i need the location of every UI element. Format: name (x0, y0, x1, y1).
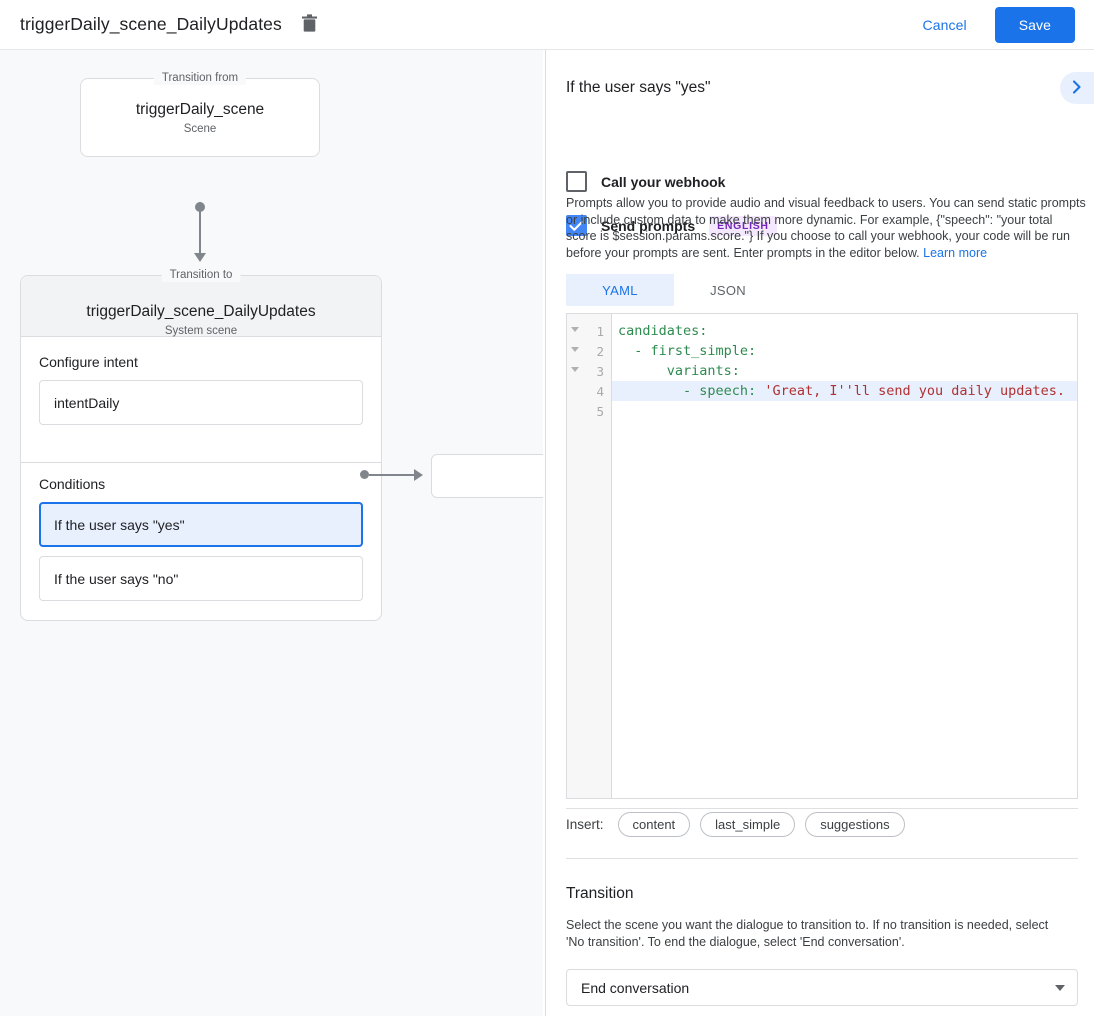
transition-from-legend: Transition from (153, 71, 247, 85)
page-title: triggerDaily_scene_DailyUpdates (20, 14, 282, 34)
transition-select[interactable]: End conversation (566, 969, 1078, 1006)
section-divider (21, 462, 381, 463)
tab-json[interactable]: JSON (710, 282, 746, 298)
send-prompts-row[interactable]: Send prompts ENGLISH (566, 215, 777, 236)
transition-section-title: Transition (566, 885, 634, 902)
insert-label: Insert: (566, 817, 604, 832)
line-number: 3 (596, 363, 604, 379)
condition-row-no[interactable]: If the user says "no" (39, 556, 363, 601)
insert-chip-last-simple[interactable]: last_simple (700, 812, 796, 837)
transition-to-header (21, 276, 381, 337)
code-line: candidates: (612, 321, 1077, 341)
conditions-section: Conditions If the user says "yes" If the… (21, 476, 381, 601)
transition-to-subtitle: System scene (164, 325, 238, 337)
insert-chips-row: Insert: content last_simple suggestions (566, 812, 905, 837)
top-bar-actions: Cancel Save (913, 6, 1075, 43)
fold-toggle-icon[interactable] (571, 347, 579, 352)
code-token: - first_simple: (618, 343, 757, 359)
condition-row-yes[interactable]: If the user says "yes" (39, 502, 363, 547)
insert-chip-suggestions[interactable]: suggestions (805, 812, 905, 837)
delete-button[interactable] (296, 11, 324, 39)
target-node[interactable] (431, 454, 543, 498)
edge-arrowhead-icon (194, 253, 206, 262)
trash-icon (302, 14, 318, 35)
prompts-description-text: Prompts allow you to provide audio and v… (566, 196, 1086, 260)
divider (566, 858, 1078, 859)
line-number: 5 (596, 403, 604, 419)
transition-from-node[interactable]: Transition from triggerDaily_scene Scene (80, 71, 320, 157)
edge-vertical-line (199, 202, 201, 254)
tab-yaml[interactable]: YAML (566, 274, 674, 306)
intent-field[interactable]: intentDaily (39, 380, 363, 425)
send-prompts-checkbox[interactable] (566, 215, 587, 236)
editor-code-area[interactable]: candidates: - first_simple: variants: - … (612, 314, 1077, 798)
prompts-description: Prompts allow you to provide audio and v… (566, 195, 1086, 261)
fold-toggle-icon[interactable] (571, 367, 579, 372)
scene-graph-canvas[interactable]: Transition from triggerDaily_scene Scene… (0, 50, 543, 1016)
transition-description: Select the scene you want the dialogue t… (566, 918, 1049, 949)
transition-to-title: triggerDaily_scene_DailyUpdates (86, 303, 316, 320)
learn-more-link[interactable]: Learn more (923, 245, 988, 260)
panel-resize-handle[interactable] (543, 50, 546, 1016)
editor-gutter: 1 2 3 4 5 (567, 314, 612, 798)
chevron-down-icon (1055, 984, 1065, 991)
configure-intent-label: Configure intent (39, 354, 138, 370)
save-button[interactable]: Save (994, 6, 1075, 43)
fold-toggle-icon[interactable] (571, 327, 579, 332)
insert-chip-content[interactable]: content (617, 812, 691, 837)
code-line: - first_simple: (612, 341, 1077, 361)
configure-intent-section: Configure intent intentDaily (21, 354, 381, 425)
condition-edge-line (369, 474, 416, 476)
code-token: variants: (618, 363, 740, 379)
transition-to-legend: Transition to (161, 268, 241, 282)
language-badge: ENGLISH (709, 215, 777, 236)
gutter-row: 2 (567, 341, 611, 361)
editor-format-tabs: YAML JSON (566, 274, 782, 306)
expand-panel-button[interactable] (1060, 72, 1094, 104)
send-prompts-label: Send prompts (601, 217, 696, 234)
transition-to-node[interactable]: Transition to triggerDaily_scene_DailyUp… (20, 268, 382, 621)
gutter-row: 3 (567, 361, 611, 381)
divider (566, 808, 1078, 809)
cancel-button[interactable]: Cancel (913, 9, 977, 41)
line-number: 2 (596, 343, 604, 359)
details-panel-title: If the user says "yes" (566, 79, 711, 96)
code-line (612, 401, 1077, 421)
top-bar: triggerDaily_scene_DailyUpdates Cancel S… (0, 0, 1094, 50)
code-line-highlighted: - speech: 'Great, I''ll send you daily u… (612, 381, 1077, 401)
gutter-row: 1 (567, 321, 611, 341)
gutter-row: 5 (567, 401, 611, 421)
checkmark-icon (569, 220, 584, 231)
chevron-right-icon (1071, 79, 1083, 97)
code-token: candidates: (618, 323, 708, 339)
code-token: - speech: 'Great, I''ll send you daily u… (618, 383, 1066, 399)
code-line: variants: (612, 361, 1077, 381)
transition-from-title: triggerDaily_scene (135, 101, 265, 118)
prompt-code-editor[interactable]: 1 2 3 4 5 candidates: - first_simple: va… (566, 313, 1078, 799)
line-number: 1 (596, 323, 604, 339)
call-webhook-label: Call your webhook (601, 173, 726, 190)
call-webhook-checkbox[interactable] (566, 171, 587, 192)
condition-edge-dot (360, 470, 369, 479)
line-number: 4 (596, 383, 604, 399)
condition-edge-arrowhead-icon (414, 469, 423, 481)
transition-select-value: End conversation (581, 979, 690, 996)
gutter-row: 4 (567, 381, 611, 401)
transition-from-subtitle: Scene (183, 123, 217, 135)
call-webhook-row[interactable]: Call your webhook (566, 171, 725, 192)
conditions-label: Conditions (39, 476, 106, 492)
